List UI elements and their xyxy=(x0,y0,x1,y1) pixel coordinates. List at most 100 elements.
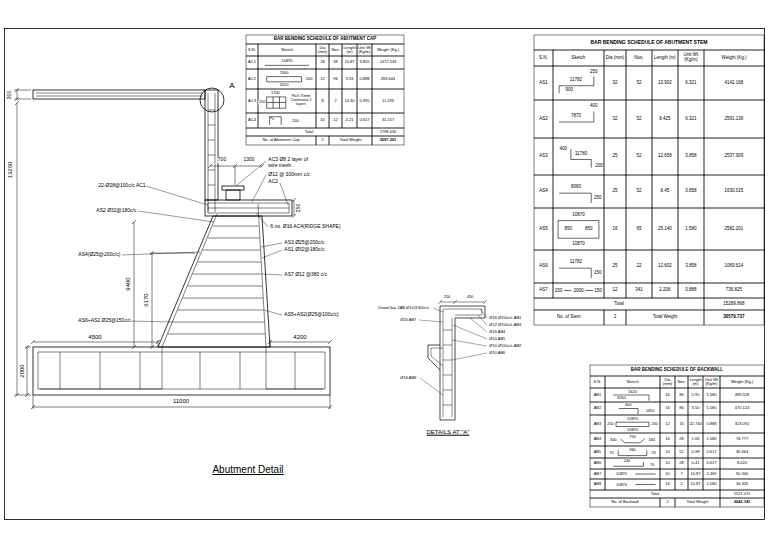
table-grid xyxy=(604,208,626,250)
table-cell: 12 xyxy=(330,114,342,128)
table-grid xyxy=(703,376,720,388)
table-grid xyxy=(246,89,258,113)
table-grid xyxy=(688,479,703,490)
table-cell: 2 xyxy=(330,90,342,113)
table-grid xyxy=(590,469,605,479)
bar-dimension: 3050 xyxy=(617,396,627,400)
bar-dimension: 7870 xyxy=(571,113,582,118)
count-value: 2 xyxy=(317,137,329,145)
table-header: S.N. xyxy=(247,45,258,56)
detail-title: DETAILS AT "A" xyxy=(426,429,470,436)
table-grid xyxy=(720,376,764,388)
table-cell: 0.395 xyxy=(358,90,372,113)
total-value: 15289.868 xyxy=(705,299,764,310)
total-weight-value: 30579.737 xyxy=(705,311,764,325)
table-grid xyxy=(534,50,553,66)
table-grid xyxy=(660,498,675,507)
rebar-callout: Ø12 @ 300mm c/c xyxy=(268,172,310,178)
bar-dimension: 10870 xyxy=(627,428,639,432)
corbel xyxy=(428,345,440,370)
table-grid xyxy=(605,415,660,433)
table-cell: 0.888 xyxy=(704,416,720,433)
bar-dimension: 10870 xyxy=(572,213,585,218)
table-grid xyxy=(688,402,703,415)
table-grid xyxy=(604,310,626,325)
dimension-text: 250 xyxy=(443,295,450,299)
table-grid xyxy=(660,458,675,469)
table-grid xyxy=(703,458,720,469)
table-header: Weight (Kg.) xyxy=(705,51,764,66)
table-grid xyxy=(660,479,675,490)
table-cell: 1.580 xyxy=(704,403,720,415)
bar-sketch xyxy=(586,290,593,291)
bar-mark: AC2 xyxy=(247,70,258,89)
table-grid xyxy=(720,415,764,433)
table-cell: 25 xyxy=(605,139,626,175)
table-grid xyxy=(720,433,764,446)
table-cell: 52 xyxy=(627,139,652,175)
dimension-text: 4500 xyxy=(88,334,102,341)
backwall xyxy=(205,90,218,200)
table-cell: 10 xyxy=(317,114,329,128)
table-grid xyxy=(590,402,605,415)
table-grid xyxy=(675,446,688,458)
bar-dimension: 2050 xyxy=(279,83,289,87)
table-cell: 4.21 xyxy=(343,114,357,128)
table-header: Sketch xyxy=(554,51,604,66)
table-grid xyxy=(372,56,404,69)
table-grid xyxy=(660,433,675,446)
dimension-text: 13260 xyxy=(7,161,14,178)
table-cell: 8.425 xyxy=(653,101,678,138)
table-cell: 12.658 xyxy=(653,139,678,175)
table-cell: 16 xyxy=(605,209,626,250)
table-grid xyxy=(258,89,316,113)
rebar-callout: AS6+AS2 Ø25@150c/c xyxy=(78,318,131,324)
bearing-pedestal xyxy=(226,190,240,200)
table-grid xyxy=(703,469,720,479)
dimension-text: 1300 xyxy=(243,157,255,163)
total-label: Total xyxy=(247,129,372,136)
table-grid xyxy=(246,44,258,56)
table-cell: 3.855 xyxy=(358,57,372,69)
bar-dimension: 300 xyxy=(610,437,617,441)
footing xyxy=(33,347,330,395)
table-header: Nos. xyxy=(330,45,342,56)
bar-dimension: 1700 xyxy=(271,91,281,95)
table-cell: 1472.533 xyxy=(373,57,404,69)
table-grid xyxy=(704,310,764,325)
table-grid xyxy=(703,415,720,433)
rebar-callout: AS5+AS2(Ø25@100c/c) xyxy=(284,312,339,318)
table-grid xyxy=(329,113,342,128)
table-grid xyxy=(675,415,688,433)
table-cell: 30.464 xyxy=(721,447,764,458)
table-grid xyxy=(652,250,678,283)
table-grid xyxy=(688,469,703,479)
table-grid xyxy=(534,35,764,50)
table-grid xyxy=(703,402,720,415)
rebar-callout: Ø12 Ø150c/c AB3 xyxy=(489,323,522,327)
bar-dimension: 850 xyxy=(585,227,593,232)
table-grid xyxy=(246,69,258,89)
total-weight-value: 3042.141 xyxy=(721,499,764,507)
bar-mark: AB3 xyxy=(591,416,605,433)
table-grid xyxy=(605,469,660,479)
table-cell: 10.87 xyxy=(689,480,703,490)
table-grid xyxy=(329,56,342,69)
table-grid xyxy=(258,113,316,128)
table-grid xyxy=(590,415,605,433)
table-grid xyxy=(316,69,329,89)
count-value: 2 xyxy=(661,499,675,507)
table-grid xyxy=(652,66,678,100)
table-grid xyxy=(534,310,604,325)
table-grid xyxy=(660,376,675,388)
dimension-text: 300 xyxy=(7,91,13,100)
table-cell: 28 xyxy=(317,57,329,69)
table-grid xyxy=(553,50,604,66)
table-cell: 2582.201 xyxy=(705,209,764,250)
table-cell: 28 xyxy=(676,459,688,469)
table-cell: 2.469 xyxy=(704,470,720,479)
table-grid xyxy=(590,376,605,388)
table-grid xyxy=(703,433,720,446)
